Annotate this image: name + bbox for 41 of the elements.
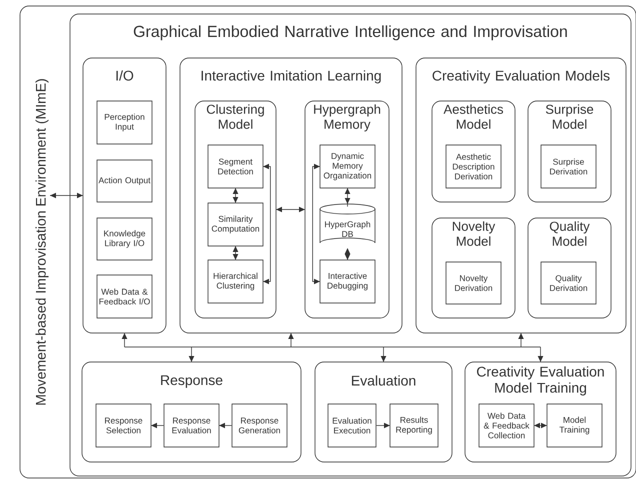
arrow xyxy=(380,346,386,362)
process-box: Segment Detection xyxy=(208,144,264,188)
arrow xyxy=(538,346,544,362)
process-box: Aesthetic Description Derivation xyxy=(446,144,502,188)
process-box: Similarity Computation xyxy=(208,202,264,246)
arrow xyxy=(151,422,164,428)
process-box: Web Data & Feedback Collection xyxy=(478,404,534,448)
arrow xyxy=(344,248,350,260)
arrow xyxy=(219,422,232,428)
arrow xyxy=(232,246,238,260)
process-box: Hierarchical Clustering xyxy=(208,260,264,304)
arrow xyxy=(288,333,294,348)
process-box: Results Reporting xyxy=(390,404,438,448)
process-box: Knowledge Library I/O xyxy=(96,218,152,260)
arrow xyxy=(263,164,271,284)
arrow xyxy=(376,422,390,428)
process-box: Model Training xyxy=(546,404,602,448)
arrow xyxy=(518,333,524,348)
process-box: Quality Derivation xyxy=(540,262,596,304)
process-box: Action Output xyxy=(96,160,152,202)
process-box: Response Generation xyxy=(232,404,288,448)
arrow xyxy=(344,188,350,207)
process-box: Web Data & Feedback I/O xyxy=(96,274,152,318)
arrow xyxy=(276,206,305,212)
process-box: Novelty Derivation xyxy=(446,262,502,304)
process-box: Perception Input xyxy=(96,100,152,144)
process-box: Evaluation Execution xyxy=(328,404,376,448)
arrow xyxy=(312,164,320,284)
arrow xyxy=(50,192,83,198)
node-label: HyperGraph DB xyxy=(325,221,370,237)
process-box: Response Evaluation xyxy=(164,404,220,448)
database-cylinder: HyperGraph DB xyxy=(320,204,376,244)
process-box: Surprise Derivation xyxy=(540,144,596,188)
arrow xyxy=(122,333,128,348)
process-box: Dynamic Memory Organization xyxy=(320,144,376,188)
arrow xyxy=(534,422,547,428)
process-box: Response Selection xyxy=(96,404,152,448)
arrow xyxy=(188,346,194,362)
process-box: Interactive Debugging xyxy=(320,260,376,304)
arrow xyxy=(232,188,238,203)
bus-line xyxy=(124,346,541,348)
